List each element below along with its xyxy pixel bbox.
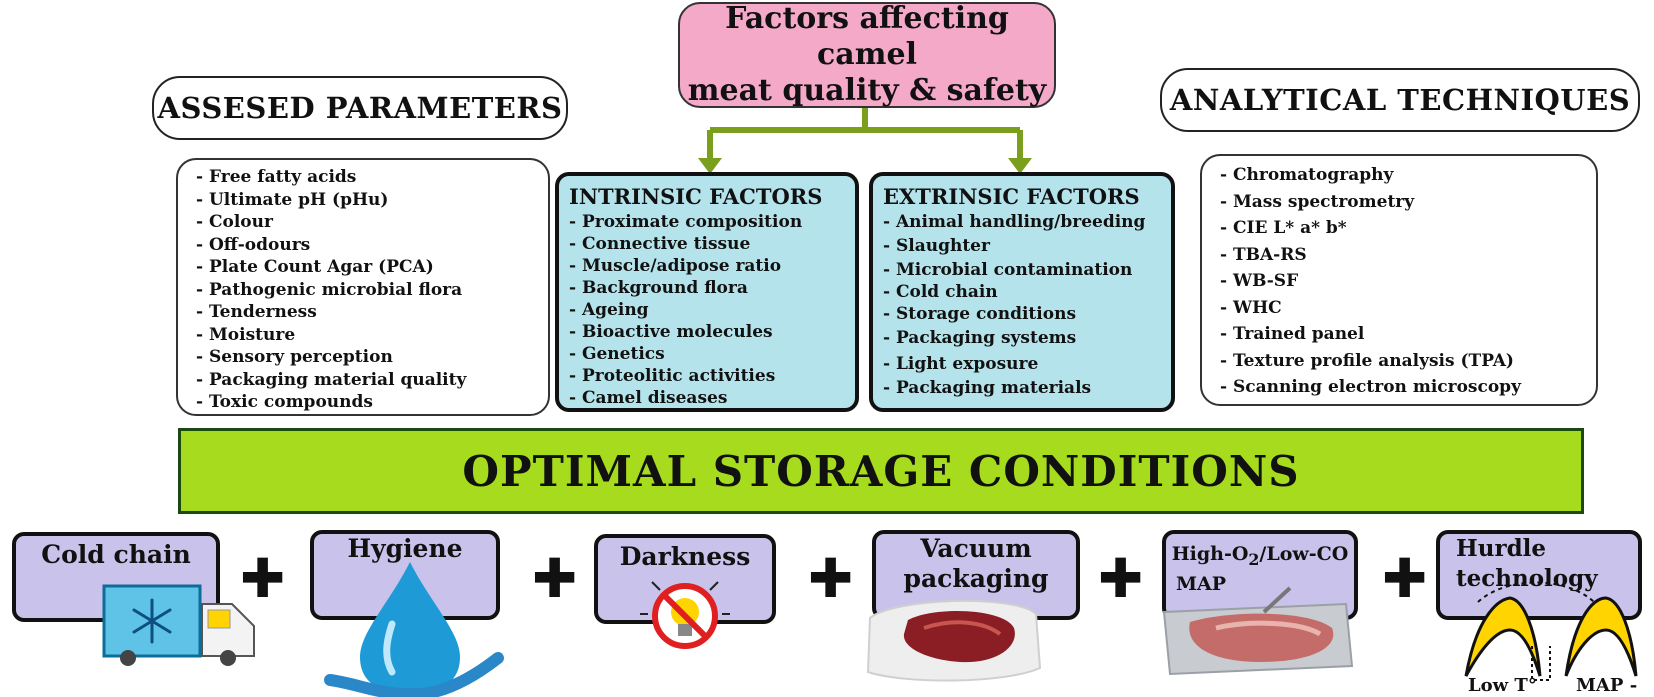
intrinsic-item: - Ageing xyxy=(569,300,649,320)
arrow-right-head xyxy=(1008,158,1032,174)
param-item: - Free fatty acids xyxy=(196,167,357,187)
technique-item: - WHC xyxy=(1220,297,1282,318)
arrow-left-head xyxy=(698,158,722,174)
extrinsic-item: - Packaging materials xyxy=(883,378,1092,398)
title-line-2: meat quality & safety xyxy=(687,73,1047,108)
vacuum-meat-icon xyxy=(866,599,1042,682)
technique-item: - WB-SF xyxy=(1220,271,1299,291)
condition-label: Cold chain xyxy=(41,540,191,569)
title-box: Factors affecting camel meat quality & s… xyxy=(678,1,1056,108)
title-line-1: Factors affecting camel xyxy=(725,1,1009,72)
param-item: - Ultimate pH (pHu) xyxy=(196,189,389,210)
optimal-storage-banner: OPTIMAL STORAGE CONDITIONS xyxy=(178,428,1584,514)
analytical-techniques-header: ANALYTICAL TECHNIQUES xyxy=(1160,68,1640,132)
technique-item: - Scanning electron microscopy xyxy=(1220,377,1521,397)
param-item: - Plate Count Agar (PCA) xyxy=(196,257,434,277)
param-item: - Off-odours xyxy=(196,234,311,255)
plus-icon: ✚ xyxy=(240,547,286,610)
plus-icon: ✚ xyxy=(532,547,578,610)
condition-label: Vacuum xyxy=(920,534,1032,563)
map-tray-icon xyxy=(1162,586,1354,676)
plus-icon: ✚ xyxy=(1382,547,1428,610)
technique-item: - Chromatography xyxy=(1220,165,1394,185)
param-item: - Sensory perception xyxy=(196,347,393,367)
intrinsic-item: - Muscle/adipose ratio xyxy=(569,256,782,276)
condition-label: Hurdle xyxy=(1456,535,1547,562)
extrinsic-item: - Microbial contamination xyxy=(883,260,1133,280)
condition-label-subscript: 2 xyxy=(1248,549,1260,569)
water-drop-hand-icon xyxy=(324,562,504,697)
extrinsic-factors-box: EXTRINSIC FACTORS - Animal handling/bree… xyxy=(869,172,1175,412)
param-item: - Packaging material quality xyxy=(196,369,467,390)
plus-icon: ✚ xyxy=(808,547,854,610)
assessed-parameters-list: - Free fatty acids - Ultimate pH (pHu) -… xyxy=(176,158,550,416)
intrinsic-factors-box: INTRINSIC FACTORS - Proximate compositio… xyxy=(555,172,859,412)
condition-label-line-2: technology xyxy=(1456,565,1598,592)
truck-icon xyxy=(102,584,255,666)
plus-icon: ✚ xyxy=(1098,547,1144,610)
extrinsic-item: - Slaughter xyxy=(883,236,990,256)
technique-item: - Texture profile analysis (TPA) xyxy=(1220,350,1514,371)
condition-label: Hygiene xyxy=(347,534,463,563)
assessed-parameters-header-text: ASSESED PARAMETERS xyxy=(157,91,563,125)
param-item: - Toxic compounds xyxy=(196,392,373,412)
intrinsic-item: - Background flora xyxy=(569,278,748,298)
analytical-techniques-list: - Chromatography - Mass spectrometry - C… xyxy=(1200,154,1598,406)
technique-item: - CIE L* a* b* xyxy=(1220,218,1347,238)
extrinsic-factors-title: EXTRINSIC FACTORS xyxy=(883,184,1140,209)
hurdle-icon xyxy=(1464,581,1638,681)
analytical-techniques-header-text: ANALYTICAL TECHNIQUES xyxy=(1169,83,1631,117)
optimal-storage-title: OPTIMAL STORAGE CONDITIONS xyxy=(462,446,1300,496)
condition-label-part-2: /Low-CO xyxy=(1259,543,1349,565)
condition-label-line-2: MAP xyxy=(1176,572,1227,595)
intrinsic-item: - Proximate composition xyxy=(569,212,803,232)
hurdle-label-low-temp: Low T° xyxy=(1468,675,1537,696)
no-light-icon xyxy=(640,581,730,649)
intrinsic-item: - Genetics xyxy=(569,344,665,364)
intrinsic-factors-title: INTRINSIC FACTORS xyxy=(569,184,823,209)
technique-item: - TBA-RS xyxy=(1220,244,1307,265)
condition-label-line-2: packaging xyxy=(903,564,1049,593)
extrinsic-item: - Light exposure xyxy=(883,354,1039,374)
condition-label: High-O2/Low-CO xyxy=(1166,542,1354,572)
param-item: - Moisture xyxy=(196,324,296,345)
param-item: - Pathogenic microbial flora xyxy=(196,279,463,300)
intrinsic-item: - Camel diseases xyxy=(569,388,728,408)
condition-hurdle-technology: Hurdle technology xyxy=(1436,530,1642,620)
param-item: - Tenderness xyxy=(196,302,317,322)
extrinsic-item: - Cold chain xyxy=(883,282,998,302)
technique-item: - Mass spectrometry xyxy=(1220,191,1415,212)
assessed-parameters-header: ASSESED PARAMETERS xyxy=(152,76,568,140)
extrinsic-item: - Animal handling/breeding xyxy=(883,212,1146,232)
intrinsic-item: - Connective tissue xyxy=(569,234,751,254)
condition-label: Darkness xyxy=(619,542,751,571)
technique-item: - Trained panel xyxy=(1220,324,1365,344)
intrinsic-item: - Proteolitic activities xyxy=(569,366,776,386)
param-item: - Colour xyxy=(196,212,273,232)
hurdle-label-map: MAP - xyxy=(1576,675,1638,696)
extrinsic-item: - Storage conditions xyxy=(883,304,1077,324)
extrinsic-item: - Packaging systems xyxy=(883,328,1077,348)
condition-label-part-1: High-O xyxy=(1171,543,1249,565)
intrinsic-item: - Bioactive molecules xyxy=(569,322,773,342)
